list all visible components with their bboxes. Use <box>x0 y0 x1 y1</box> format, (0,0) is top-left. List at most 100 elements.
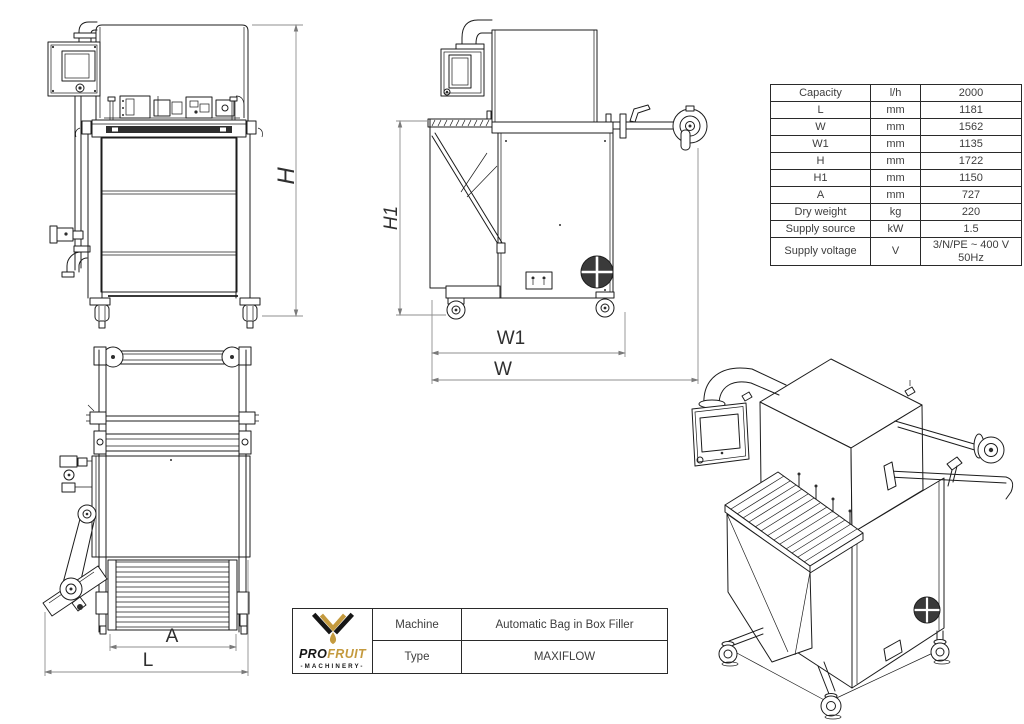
dim-label-l: L <box>143 650 154 671</box>
dim-label-w1: W1 <box>497 328 526 349</box>
control-panel-front <box>47 21 101 97</box>
spec-row: W1 mm 1135 <box>770 135 1022 153</box>
body-front <box>100 137 238 293</box>
film-reel-side <box>612 104 708 151</box>
spec-row: Supply source kW 1.5 <box>770 220 1022 238</box>
spec-unit: kg <box>870 203 921 221</box>
title-block: PROFRUIT -MACHINERY- Machine Automatic B… <box>292 608 668 674</box>
spec-row: Supply voltage V 3/N/PE ~ 400 V 50Hz <box>770 236 1022 267</box>
dim-label-h: H <box>273 167 300 185</box>
logo-pro: PRO <box>298 647 328 662</box>
spec-param: H1 <box>770 169 871 187</box>
spec-unit: mm <box>870 118 921 136</box>
caster <box>718 641 739 667</box>
frame-columns-front <box>75 120 263 299</box>
dim-label-a: A <box>166 626 179 647</box>
spec-param: Supply voltage <box>770 236 871 267</box>
body-top <box>91 455 251 558</box>
spec-value: 220 <box>920 203 1022 221</box>
roller-tray-iso <box>724 471 864 574</box>
legs-side <box>429 118 615 320</box>
spec-value: 3/N/PE ~ 400 V 50Hz <box>920 236 1022 267</box>
base-front <box>89 295 261 329</box>
spec-param: W1 <box>770 135 871 153</box>
spec-unit: V <box>870 236 921 267</box>
isometric-view-drawing <box>691 358 1014 720</box>
spec-row: Dry weight kg 220 <box>770 203 1022 221</box>
spec-unit: mm <box>870 101 921 119</box>
caster <box>242 304 258 329</box>
spec-row: W mm 1562 <box>770 118 1022 136</box>
counter-top-side <box>491 121 614 134</box>
film-reel-top <box>93 346 252 368</box>
spec-value: 1562 <box>920 118 1022 136</box>
control-panel-side <box>440 19 493 97</box>
spec-unit: mm <box>870 152 921 170</box>
dimension-w1: W1 <box>431 300 626 384</box>
dimension-h: H <box>252 24 303 317</box>
legs-iso <box>718 627 951 720</box>
brand-logo: PROFRUIT -MACHINERY- <box>293 609 373 673</box>
hood-side <box>491 29 598 124</box>
spec-unit: mm <box>870 135 921 153</box>
spec-unit: mm <box>870 169 921 187</box>
seal-beam-front <box>91 119 247 138</box>
spec-row: H1 mm 1150 <box>770 169 1022 187</box>
caster <box>930 639 951 665</box>
spec-row: H mm 1722 <box>770 152 1022 170</box>
spec-value: 1.5 <box>920 220 1022 238</box>
spec-row: Capacity l/h 2000 <box>770 84 1022 102</box>
logo-fruit: FRUIT <box>327 647 367 662</box>
spec-row: L mm 1181 <box>770 101 1022 119</box>
logo-machinery: -MACHINERY- <box>300 662 365 670</box>
fan-icon <box>580 255 614 289</box>
pipes-front <box>49 95 91 278</box>
feet-top <box>95 591 250 635</box>
frame-rails-top <box>98 349 247 633</box>
spec-param: Dry weight <box>770 203 871 221</box>
film-reel-iso <box>883 420 1014 500</box>
spec-value: 1135 <box>920 135 1022 153</box>
swing-arm-top <box>42 504 108 617</box>
logo-wordmark: PROFRUIT <box>299 648 366 661</box>
switch-plate <box>525 271 553 290</box>
work-table-side <box>427 110 493 128</box>
body-side <box>497 132 614 299</box>
spec-value: 2000 <box>920 84 1022 102</box>
spec-value: 727 <box>920 186 1022 204</box>
chute-side <box>431 132 506 254</box>
dimension-a: A <box>109 626 237 651</box>
spec-value: 1722 <box>920 152 1022 170</box>
spec-param: H <box>770 152 871 170</box>
fan-icon-iso <box>913 596 941 624</box>
control-panel-iso <box>691 367 787 467</box>
spec-unit: mm <box>870 186 921 204</box>
machine-label: Machine <box>373 609 462 641</box>
spec-param: W <box>770 118 871 136</box>
spec-param: Supply source <box>770 220 871 238</box>
valve-fittings-top <box>59 455 92 493</box>
dim-label-h1: H1 <box>381 206 402 230</box>
filler-mechanism <box>104 95 245 120</box>
spec-row: A mm 727 <box>770 186 1022 204</box>
caster <box>820 693 842 720</box>
spec-param: A <box>770 186 871 204</box>
spec-table: Capacity l/h 2000 L mm 1181 W mm 1562 W1… <box>770 84 1022 267</box>
dim-label-w: W <box>494 359 512 380</box>
spec-param: Capacity <box>770 84 871 102</box>
top-view-drawing: A L <box>42 346 259 676</box>
seal-beam-top <box>93 430 252 455</box>
front-view-drawing: H <box>47 21 303 329</box>
roller-conveyor-top <box>107 559 238 631</box>
dimension-h1: H1 <box>381 120 446 316</box>
cross-rod-top <box>86 404 259 425</box>
spec-value: 1181 <box>920 101 1022 119</box>
dimension-w: W <box>431 148 699 384</box>
dimension-l: L <box>44 560 249 676</box>
caster <box>94 304 110 329</box>
type-label: Type <box>373 641 462 673</box>
machine-value: Automatic Bag in Box Filler <box>462 609 667 641</box>
spec-unit: l/h <box>870 84 921 102</box>
spec-value: 1150 <box>920 169 1022 187</box>
type-value: MAXIFLOW <box>533 651 596 663</box>
